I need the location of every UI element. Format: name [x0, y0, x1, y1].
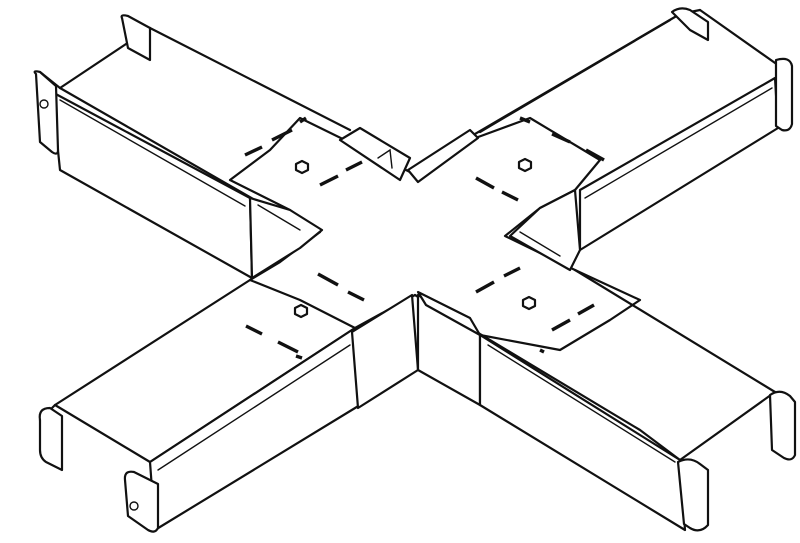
arm-upper-right [406, 7, 794, 272]
hex-nut-icon [517, 157, 533, 173]
arm-upper-left [33, 14, 412, 280]
hex-nut-icon [293, 303, 309, 319]
arm-lower-left [38, 272, 420, 533]
arm-lower-right [413, 266, 797, 532]
hex-nut-icon [294, 159, 310, 175]
hex-nut-icon [521, 295, 537, 311]
